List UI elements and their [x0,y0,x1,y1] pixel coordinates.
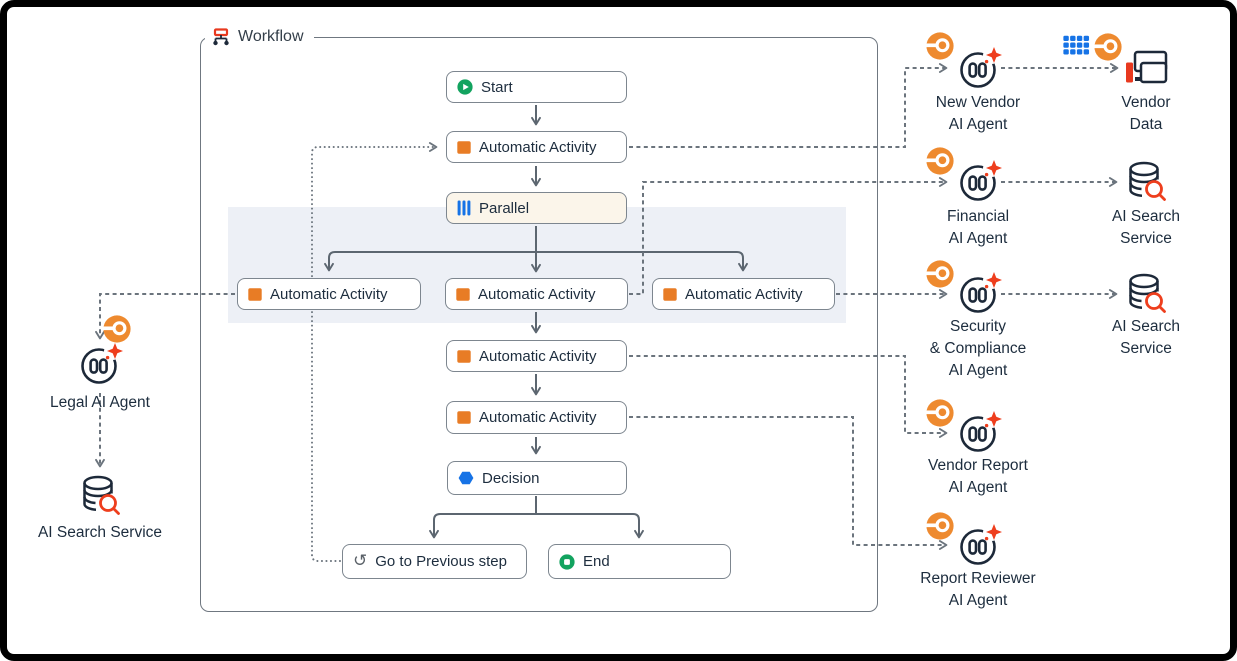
orange-square-icon [457,349,471,363]
agent-label-legal: Legal AI Agent [20,392,180,414]
ai-agent-icon[interactable] [78,341,124,387]
edge-goto-loop [311,142,438,562]
ai-agent-icon[interactable] [957,522,1003,568]
node-start[interactable]: Start [446,71,627,103]
ai-agent-icon[interactable] [957,45,1003,91]
agent-label-line: AI Agent [948,230,1008,247]
agent-label-line: AI Agent [948,592,1008,609]
node-goto-previous-step[interactable]: ↺ Go to Previous step [342,544,527,579]
orange-square-icon [456,287,470,301]
service-label-ai-search-1: AI Search Service [1071,206,1221,250]
ai-agent-icon[interactable] [957,158,1003,204]
flow-edges [324,105,748,539]
edge-auto4-vendor-report [629,355,948,438]
node-automatic-activity-right[interactable]: Automatic Activity [652,278,835,310]
node-automatic-activity-4[interactable]: Automatic Activity [446,340,627,372]
agent-label-line: AI Agent [948,116,1008,133]
node-label: Automatic Activity [270,285,388,303]
agent-label-line: Financial [946,208,1010,225]
node-label: Automatic Activity [479,138,597,156]
automation-badge-icon [925,511,955,541]
agent-edges [95,63,1119,550]
service-label-line: Service [1120,340,1172,357]
service-label-ai-search-left: AI Search Service [20,522,180,544]
service-label-line: AI Search [1111,208,1181,225]
service-label-ai-search-2: AI Search Service [1071,316,1221,360]
node-automatic-activity-5[interactable]: Automatic Activity [446,401,627,434]
ai-agent-icon[interactable] [957,409,1003,455]
automation-badge-icon [925,259,955,289]
node-label: Automatic Activity [478,285,596,303]
automation-badge-icon [102,314,132,344]
edge-decision-end [536,513,644,539]
edge-mid-financial [629,177,948,295]
orange-square-icon [248,287,262,301]
node-label: Automatic Activity [479,409,597,426]
orange-square-icon [663,287,677,301]
automation-badge-icon [925,31,955,61]
node-end[interactable]: End [548,544,731,579]
node-label: Automatic Activity [685,285,803,303]
database-search-icon[interactable] [80,474,122,518]
agent-label-new-vendor: New Vendor AI Agent [893,92,1063,136]
node-label: Go to Previous step [375,553,507,570]
agent-label-vendor-report: Vendor Report AI Agent [893,455,1063,499]
edge-left-legal [95,293,235,340]
agent-label-line: New Vendor [935,94,1021,111]
agent-label-line: AI Agent [948,479,1008,496]
node-label: End [583,553,610,570]
node-label: Parallel [479,199,530,217]
uturn-arrow-icon: ↺ [353,551,368,570]
play-icon [457,79,473,95]
node-label: Automatic Activity [479,347,597,365]
screens-icon[interactable] [1123,49,1169,91]
edge-parallel-right [535,251,748,272]
edge-decision-goto [429,513,536,539]
parallel-bars-icon [457,200,471,216]
database-search-icon[interactable] [1126,272,1168,316]
automation-badge-icon [1093,32,1123,62]
service-label-line: AI Search [1111,318,1181,335]
hexagon-icon [458,471,474,485]
agent-label-security: Security & Compliance AI Agent [893,316,1063,382]
agent-label-line: Vendor Report [928,457,1028,474]
sitemap-icon [211,27,231,48]
node-parallel[interactable]: Parallel [446,192,627,224]
agent-label-financial: Financial AI Agent [893,206,1063,250]
node-label: Decision [482,469,540,487]
service-label-line: Data [1129,116,1163,133]
node-automatic-activity-left[interactable]: Automatic Activity [237,278,421,310]
agent-label-line: AI Agent [948,362,1008,379]
workflow-title: Workflow [205,26,314,48]
orange-square-icon [457,140,471,154]
automation-badge-icon [925,398,955,428]
stop-icon [559,553,575,570]
service-label-vendor-data: Vendor Data [1071,92,1221,136]
edge-parallel-left [324,251,537,272]
edge-auto5-report-reviewer [629,416,948,550]
agent-label-report-reviewer: Report Reviewer AI Agent [893,568,1063,612]
agent-label-line: Report Reviewer [920,570,1036,587]
node-automatic-activity-mid[interactable]: Automatic Activity [445,278,628,310]
table-grid-icon [1063,35,1090,56]
service-label-line: AI Search Service [37,524,163,541]
loop-edge [311,142,438,562]
workflow-container [200,37,878,612]
node-automatic-activity-top[interactable]: Automatic Activity [446,131,627,163]
database-search-icon[interactable] [1126,160,1168,204]
agent-label-line: Security [950,318,1006,335]
workflow-title-label: Workflow [238,28,304,45]
node-decision[interactable]: Decision [447,461,627,495]
service-label-line: Service [1120,230,1172,247]
orange-square-icon [457,411,471,424]
ai-agent-icon[interactable] [957,270,1003,316]
agent-label-line: & Compliance [929,340,1027,357]
service-label-line: Vendor [1121,94,1171,111]
agent-label-line: Legal AI Agent [50,394,150,411]
node-label: Start [481,78,513,96]
automation-badge-icon [925,146,955,176]
